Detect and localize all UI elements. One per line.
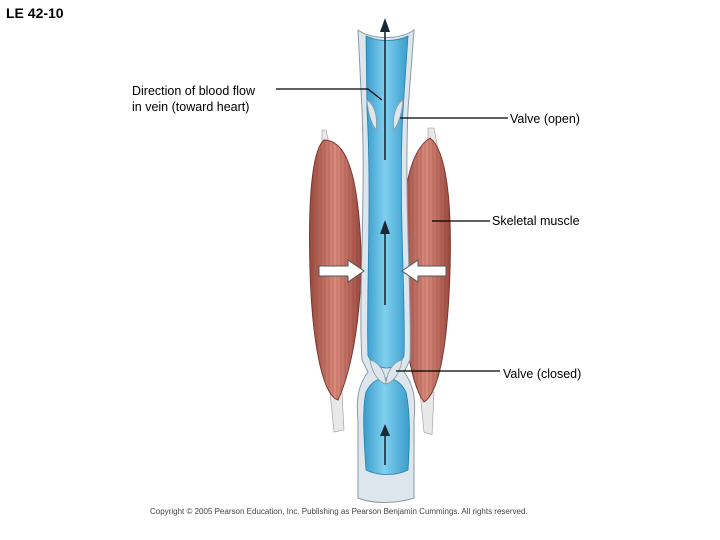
direction-label-line2: in vein (toward heart) — [132, 99, 255, 115]
valve-open-label: Valve (open) — [510, 111, 580, 127]
skeletal-muscle-label: Skeletal muscle — [492, 213, 580, 229]
copyright-notice: Copyright © 2005 Pearson Education, Inc.… — [150, 507, 528, 516]
valve-closed-label: Valve (closed) — [503, 366, 581, 382]
direction-label-line1: Direction of blood flow — [132, 83, 255, 99]
direction-of-blood-flow-label: Direction of blood flow in vein (toward … — [132, 83, 255, 115]
